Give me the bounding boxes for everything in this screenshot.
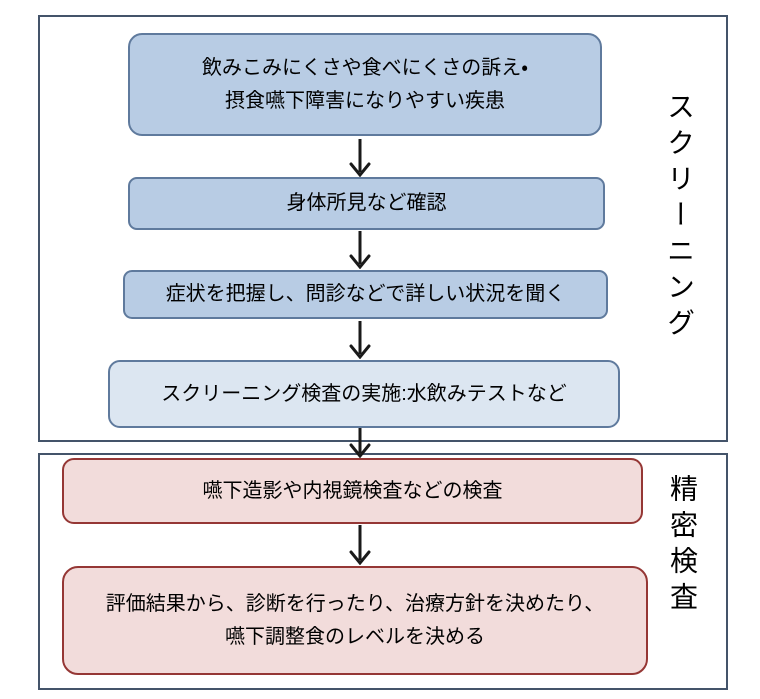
down-arrow-icon: [347, 321, 373, 360]
flow-box-diagnosis-decision: 評価結果から、診断を行ったり、治療方針を決めたり、 嚥下調整食のレベルを決める: [62, 566, 648, 675]
flow-box-physical-findings: 身体所見など確認: [128, 177, 605, 230]
down-arrow-icon: [347, 231, 373, 270]
box-text-line: 嚥下調整食のレベルを決める: [225, 625, 485, 648]
box-text-line: スクリーニング検査の実施:水飲みテストなど: [161, 382, 567, 405]
box-text-line: 飲みこみにくさや食べにくさの訴え・: [202, 57, 528, 80]
box-text-line: 身体所見など確認: [286, 192, 447, 215]
flow-box-interview: 症状を把握し、問診などで詳しい状況を聞く: [123, 270, 608, 319]
flow-box-complaint: 飲みこみにくさや食べにくさの訴え・ 摂食嚥下障害になりやすい疾患: [128, 33, 602, 136]
flow-box-instrumental-exam: 嚥下造影や内視鏡検査などの検査: [62, 458, 643, 524]
box-text-line: 嚥下造影や内視鏡検査などの検査: [202, 479, 503, 502]
down-arrow-icon: [347, 139, 373, 178]
detailed-exam-section-label: 精密検査: [667, 474, 698, 618]
down-arrow-icon: [347, 525, 373, 566]
down-arrow-icon: [347, 428, 373, 459]
box-text-line: 症状を把握し、問診などで詳しい状況を聞く: [165, 283, 566, 306]
flow-box-screening-test: スクリーニング検査の実施:水飲みテストなど: [108, 360, 620, 428]
box-text-line: 評価結果から、診断を行ったり、治療方針を決めたり、: [105, 593, 605, 616]
screening-section-label: スクリーニング: [664, 92, 695, 344]
box-text-line: 摂食嚥下障害になりやすい疾患: [225, 89, 505, 112]
